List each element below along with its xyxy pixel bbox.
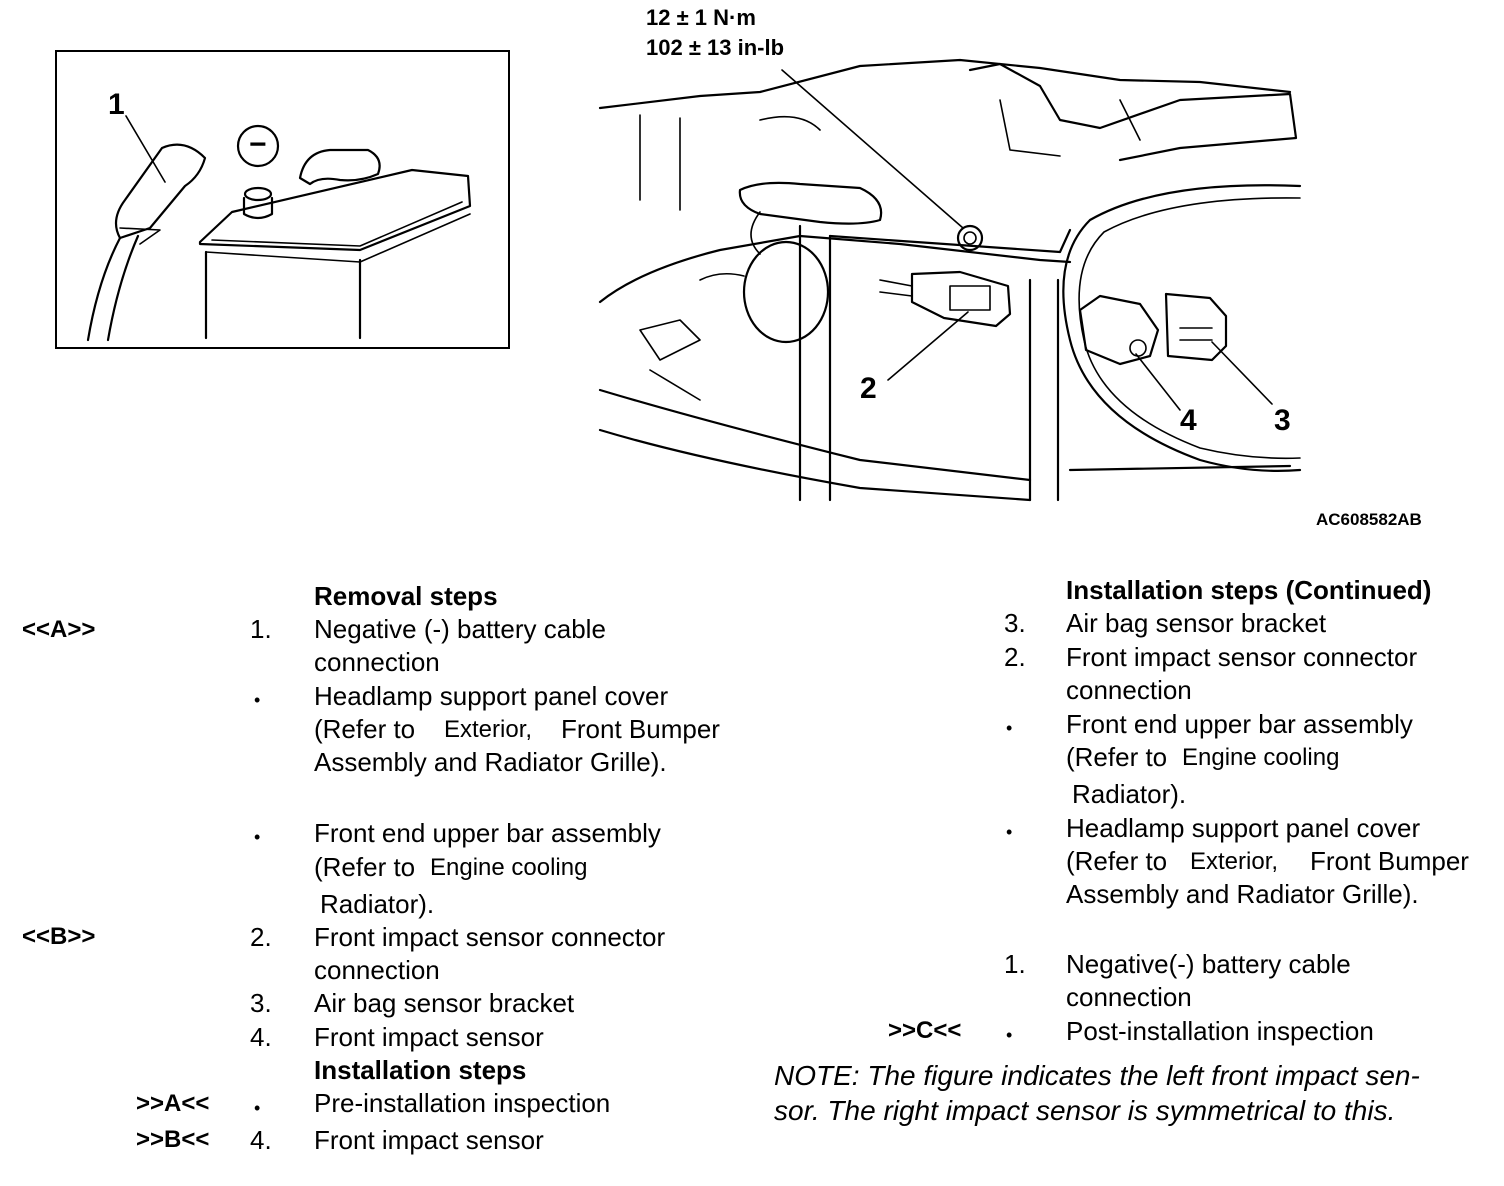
reference-link-front-bumper[interactable]: Front Bumper bbox=[1310, 846, 1469, 876]
bullet-icon: • bbox=[254, 827, 261, 847]
installation-continued-heading: Installation steps (Continued) bbox=[1066, 575, 1432, 605]
step-text: (Refer to bbox=[314, 852, 416, 882]
bullet-icon: • bbox=[1006, 718, 1013, 738]
figure-id: AC608582AB bbox=[1316, 510, 1422, 529]
reference-link-engine-cooling[interactable]: Engine cooling bbox=[430, 854, 588, 881]
step-text: (Refer to bbox=[314, 714, 416, 744]
ref-marker-a: <<A>> bbox=[22, 616, 96, 643]
step-number: 4. bbox=[250, 1125, 272, 1155]
step-number: 1. bbox=[1004, 949, 1026, 979]
note-line-2: sor. The right impact sensor is symmetri… bbox=[774, 1095, 1396, 1126]
bullet-icon: • bbox=[1006, 1025, 1013, 1045]
reference-link-exterior[interactable]: Exterior, bbox=[1190, 848, 1279, 875]
ref-marker-install-b: >>B<< bbox=[136, 1126, 210, 1153]
step-text: Front impact sensor connector bbox=[314, 922, 666, 952]
step-number: 4. bbox=[250, 1022, 272, 1052]
torque-spec-metric: 12 ± 1 N·m bbox=[646, 5, 756, 30]
callout-3: 3 bbox=[1274, 404, 1291, 437]
step-number: 3. bbox=[1004, 608, 1026, 638]
ref-marker-b: <<B>> bbox=[22, 923, 96, 950]
step-text: Air bag sensor bracket bbox=[314, 988, 575, 1018]
reference-link-front-bumper[interactable]: Front Bumper bbox=[561, 714, 720, 744]
step-text: Pre-installation inspection bbox=[314, 1088, 611, 1118]
bullet-icon: • bbox=[254, 1098, 261, 1118]
step-text: Post-installation inspection bbox=[1066, 1016, 1374, 1046]
bullet-icon: • bbox=[254, 690, 261, 710]
step-text: Assembly and Radiator Grille). bbox=[1066, 879, 1419, 909]
reference-link-radiator[interactable]: Radiator). bbox=[320, 889, 435, 919]
ref-marker-install-c: >>C<< bbox=[888, 1017, 962, 1044]
step-text: Air bag sensor bracket bbox=[1066, 608, 1327, 638]
reference-link-radiator[interactable]: Radiator). bbox=[1072, 779, 1187, 809]
step-text: (Refer to bbox=[1066, 846, 1168, 876]
step-text: Front end upper bar assembly bbox=[314, 818, 661, 848]
step-text: Headlamp support panel cover bbox=[1066, 813, 1421, 843]
negative-terminal-icon: − bbox=[249, 128, 267, 161]
step-number: 3. bbox=[250, 988, 272, 1018]
removal-steps-heading: Removal steps bbox=[314, 581, 498, 611]
reference-link-exterior[interactable]: Exterior, bbox=[444, 716, 533, 743]
callout-2: 2 bbox=[860, 372, 877, 405]
step-text: Front impact sensor connector bbox=[1066, 642, 1418, 672]
step-number: 2. bbox=[1004, 642, 1026, 672]
step-text: Negative (-) battery cable bbox=[314, 614, 606, 644]
ref-marker-install-a: >>A<< bbox=[136, 1090, 210, 1117]
step-text: Negative(-) battery cable bbox=[1066, 949, 1351, 979]
step-text: Assembly and Radiator Grille). bbox=[314, 747, 667, 777]
step-text: (Refer to bbox=[1066, 742, 1168, 772]
step-text: Headlamp support panel cover bbox=[314, 681, 669, 711]
step-text: connection bbox=[1066, 982, 1192, 1012]
step-number: 2. bbox=[250, 922, 272, 952]
step-text: Front impact sensor bbox=[314, 1022, 544, 1052]
step-text: connection bbox=[314, 955, 440, 985]
step-text: connection bbox=[314, 647, 440, 677]
bullet-icon: • bbox=[1006, 822, 1013, 842]
callout-4: 4 bbox=[1180, 404, 1197, 437]
battery-inset bbox=[55, 50, 510, 349]
reference-link-engine-cooling[interactable]: Engine cooling bbox=[1182, 744, 1340, 771]
torque-spec-imperial: 102 ± 13 in-lb bbox=[646, 35, 785, 60]
step-text: connection bbox=[1066, 675, 1192, 705]
step-text: Front impact sensor bbox=[314, 1125, 544, 1155]
step-number: 1. bbox=[250, 614, 272, 644]
callout-1: 1 bbox=[108, 88, 125, 121]
note-line-1: NOTE: The figure indicates the left fron… bbox=[774, 1060, 1420, 1091]
step-text: Front end upper bar assembly bbox=[1066, 709, 1413, 739]
installation-steps-heading: Installation steps bbox=[314, 1055, 527, 1085]
engine-bay-figure bbox=[598, 58, 1302, 502]
